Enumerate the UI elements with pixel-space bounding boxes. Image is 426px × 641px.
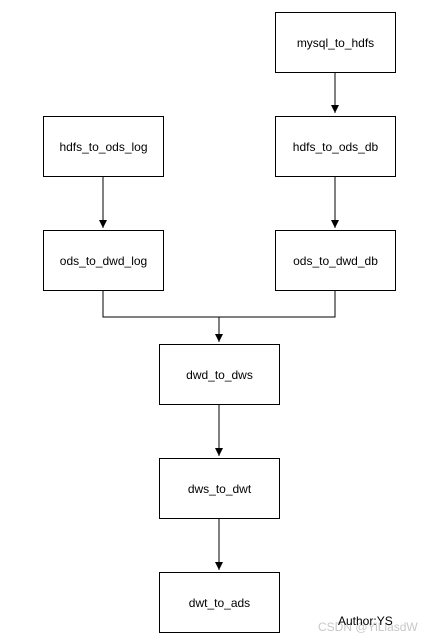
node-dwt-to-ads[interactable]: dwt_to_ads <box>159 572 280 633</box>
node-label: ods_to_dwd_db <box>293 253 378 268</box>
node-hdfs-to-ods-log[interactable]: hdfs_to_ods_log <box>43 116 164 177</box>
node-label: dws_to_dwt <box>187 481 252 496</box>
node-label: mysql_to_hdfs <box>296 35 375 50</box>
author-label: Author:YS <box>338 614 393 628</box>
node-label: dwt_to_ads <box>188 595 251 610</box>
edge-ods-dwd-log-to-dwd-dws <box>102 291 223 342</box>
node-mysql-to-hdfs[interactable]: mysql_to_hdfs <box>275 12 396 73</box>
node-label: dwd_to_dws <box>186 367 253 382</box>
edge-ods-dwd-db-to-dwd-dws <box>219 291 336 318</box>
node-label: hdfs_to_ods_log <box>59 139 148 154</box>
node-ods-to-dwd-db[interactable]: ods_to_dwd_db <box>275 230 396 291</box>
watermark: CSDN @YiLlasdW <box>318 620 418 634</box>
node-label: ods_to_dwd_log <box>59 253 148 268</box>
node-dws-to-dwt[interactable]: dws_to_dwt <box>159 458 280 519</box>
node-label: hdfs_to_ods_db <box>292 139 379 154</box>
node-dwd-to-dws[interactable]: dwd_to_dws <box>159 344 280 405</box>
node-ods-to-dwd-log[interactable]: ods_to_dwd_log <box>43 230 164 291</box>
node-hdfs-to-ods-db[interactable]: hdfs_to_ods_db <box>275 116 396 177</box>
